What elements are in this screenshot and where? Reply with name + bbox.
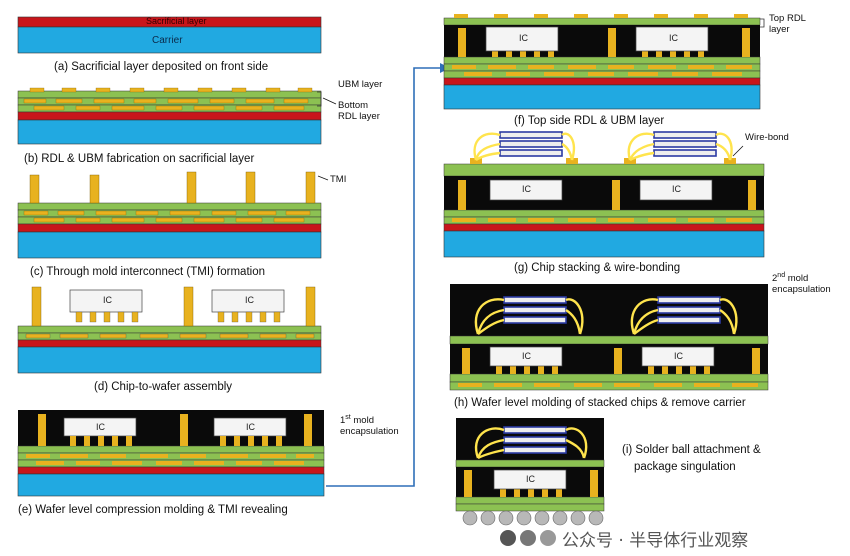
caption-step-g: (g) Chip stacking & wire-bonding (514, 262, 681, 274)
caption-step-i-line2: package singulation (634, 461, 736, 473)
ic-label: IC (96, 422, 105, 432)
step-g-stack (443, 131, 765, 258)
ic-label: IC (526, 474, 535, 484)
caption-step-h: (h) Wafer level molding of stacked chips… (454, 397, 746, 409)
ic-label: IC (674, 351, 683, 361)
ic-label: IC (672, 184, 681, 194)
step-b-stack (17, 87, 322, 145)
carrier-label: Carrier (152, 35, 183, 46)
caption-step-i-line1: (i) Solder ball attachment & (622, 444, 761, 456)
step-i-stack (455, 418, 605, 526)
ic-label: IC (522, 184, 531, 194)
step-h-stack (449, 284, 769, 391)
ic-label: IC (669, 33, 678, 43)
caption-step-d: (d) Chip-to-wafer assembly (94, 381, 233, 393)
caption-step-a: (a) Sacrificial layer deposited on front… (54, 61, 269, 73)
watermark-logo-icon (500, 530, 556, 546)
callout-lines (317, 97, 337, 181)
caption-step-c: (c) Through mold interconnect (TMI) form… (30, 266, 265, 278)
ic-label: IC (245, 295, 254, 305)
wire-bond-label: Wire-bond (745, 132, 789, 143)
ic-label: IC (103, 295, 112, 305)
step-a-stack (17, 16, 322, 54)
ic-label: IC (519, 33, 528, 43)
step-e-stack (17, 410, 325, 497)
ubm-layer-label: UBM layer (338, 79, 383, 90)
watermark-text: 公众号 · 半导体行业观察 (562, 531, 749, 551)
caption-step-f: (f) Top side RDL & UBM layer (514, 115, 665, 127)
caption-step-b: (b) RDL & UBM fabrication on sacrificial… (24, 153, 255, 165)
ic-label: IC (522, 351, 531, 361)
step-c-stack (17, 171, 322, 259)
tmi-label: TMI (330, 174, 347, 185)
sacrificial-layer-label: Sacrificial layer (146, 16, 207, 26)
caption-step-e: (e) Wafer level compression molding & TM… (18, 504, 288, 516)
step-d-stack (17, 286, 322, 374)
step-f-stack (443, 14, 765, 110)
ic-label: IC (246, 422, 255, 432)
